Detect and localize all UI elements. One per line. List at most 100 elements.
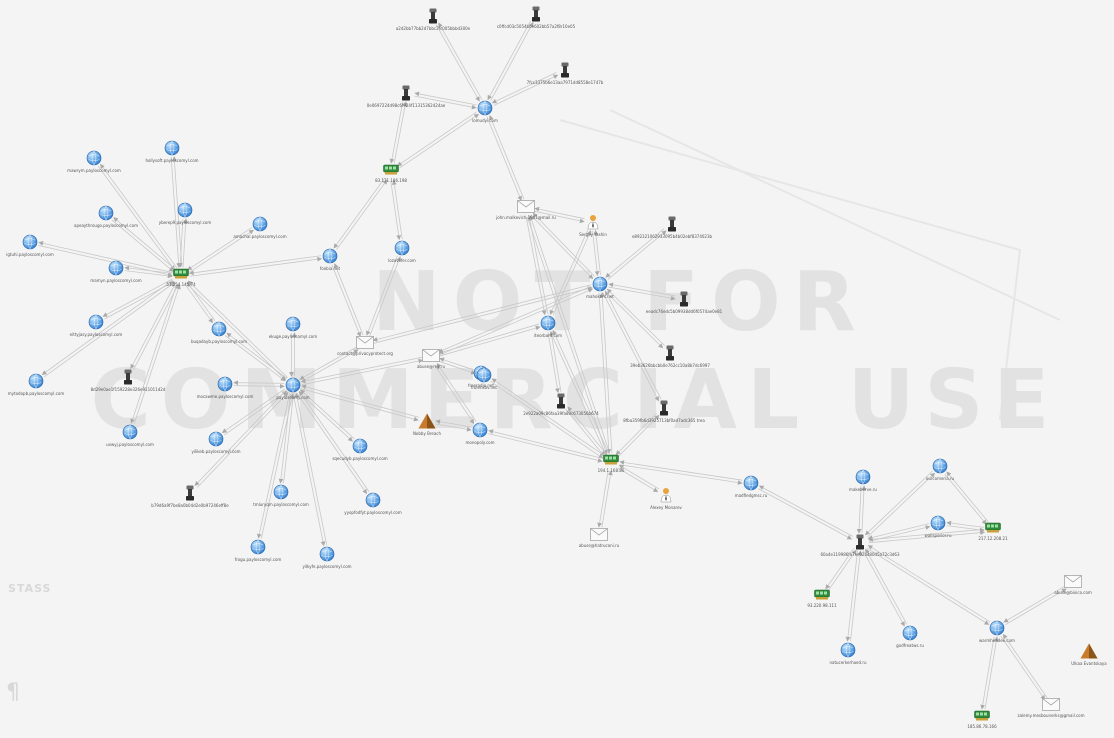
graph-node-domain[interactable]: natucerkerhaed.ru bbox=[788, 642, 908, 665]
graph-edge bbox=[186, 283, 287, 381]
graph-node-hash[interactable]: 2e922a09c86faa39fa89c673056b674 bbox=[501, 393, 621, 416]
graph-node-domain[interactable]: lozovcfer.com bbox=[342, 240, 462, 263]
graph-node-hash[interactable]: eeadc76edc5b09938dd6f0574ae0e81 bbox=[624, 291, 744, 314]
graph-node-domain[interactable]: uxwyj.payloscomyl.com bbox=[70, 424, 190, 447]
graph-node-hash[interactable]: a2d2bb77bb2d7bbc2fc005bbbd300e bbox=[373, 8, 493, 31]
graph-node-domain[interactable]: igtuhi.payloscomyl.com bbox=[0, 234, 90, 257]
graph-edge bbox=[592, 231, 600, 277]
graph-node-pyramid[interactable]: Ulkaa Evantskaya bbox=[1029, 643, 1114, 666]
graph-node-domain[interactable]: yyopfodfyt.payloscomyl.com bbox=[313, 492, 433, 515]
graph-edge bbox=[552, 329, 610, 454]
graph-node-domain[interactable]: ekuge.payloscomyl.com bbox=[233, 316, 353, 339]
graph-node-domain[interactable]: mamyn.payloscomyl.com bbox=[56, 260, 176, 283]
graph-edge bbox=[435, 423, 472, 432]
node-label: igtuhi.payloscomyl.com bbox=[6, 252, 54, 257]
graph-node-hash[interactable]: b79d6a9f7be8a0b04d2e0b97246eff8e bbox=[130, 485, 250, 508]
graph-edge bbox=[170, 157, 181, 268]
graph-node-domain[interactable]: godfreatws.ru bbox=[850, 625, 970, 648]
hash-icon bbox=[68, 369, 188, 385]
graph-node-hash[interactable]: e892321062933095b4b02ebf8374023b bbox=[612, 216, 732, 239]
graph-node-email[interactable]: contact@privacyprotect.org bbox=[305, 336, 425, 356]
graph-node-domain[interactable]: payloscomy.com bbox=[233, 377, 353, 400]
node-label: Ulkaa Evantskaya bbox=[1071, 661, 1107, 666]
graph-node-pyramid[interactable]: Nobby Breach bbox=[367, 413, 487, 436]
graph-node-email[interactable]: zalemy.mesbounerks@gmail.com bbox=[991, 698, 1111, 718]
graph-node-hash[interactable]: c0ffcd03c5054bbe602bb57a2f8r10e05 bbox=[476, 6, 596, 29]
graph-edge bbox=[601, 470, 613, 528]
graph-edge bbox=[606, 288, 665, 346]
graph-node-ip[interactable]: 83.171.186.198 bbox=[331, 164, 451, 183]
graph-edge bbox=[301, 384, 419, 418]
domain-icon bbox=[488, 315, 608, 331]
graph-node-domain[interactable]: mytodopb.payloscomyl.com bbox=[0, 373, 96, 396]
graph-node-email[interactable]: john.malkovich.1961@mail.ru bbox=[466, 200, 586, 220]
graph-edge bbox=[100, 163, 178, 269]
graph-node-domain[interactable]: frolenkov.net bbox=[424, 367, 544, 390]
node-label: amachal.payloscomyl.com bbox=[233, 234, 287, 239]
graph-edge bbox=[296, 393, 368, 495]
graph-node-domain[interactable]: yilkyfe.payloscomyl.com bbox=[267, 546, 387, 569]
graph-edge bbox=[867, 545, 991, 623]
graph-node-hash[interactable]: 8fba359fb6d3925713bf0ad7adc365 trea bbox=[604, 400, 724, 423]
graph-node-domain[interactable]: hollysoft.payloscomyl.com bbox=[112, 140, 232, 163]
graph-edge bbox=[177, 218, 184, 268]
graph-edge bbox=[862, 550, 905, 627]
graph-node-domain[interactable]: amachal.payloscomyl.com bbox=[200, 216, 320, 239]
graph-edge bbox=[825, 548, 854, 590]
graph-node-domain[interactable]: lomudyi.com bbox=[425, 100, 545, 123]
graph-node-domain[interactable]: madfiedgmsc.ru bbox=[691, 475, 811, 498]
graph-node-email[interactable]: abuse@bixico.com bbox=[1013, 575, 1114, 595]
graph-node-domain[interactable]: yilikeb.payloscomyl.com bbox=[156, 431, 276, 454]
graph-edge bbox=[1005, 588, 1067, 626]
node-label: eeadc76edc5b09938dd6f0574ae0e81 bbox=[645, 309, 723, 314]
graph-node-email[interactable]: abuse@hatruconi.ru bbox=[539, 528, 659, 548]
graph-node-hash[interactable]: 7fcc3375b6e13aa7971dd8558e1747b bbox=[505, 62, 625, 85]
graph-node-domain[interactable]: iteorbard.com bbox=[488, 315, 608, 338]
graph-node-domain[interactable]: ourcomeria.ru bbox=[880, 458, 1000, 481]
graph-node-ip[interactable]: 217.12.208.21 bbox=[933, 522, 1053, 541]
graph-node-domain[interactable]: yberep9.payloscomyl.com bbox=[125, 202, 245, 225]
graph-node-domain[interactable]: tmluryqm.payloscomyl.com bbox=[221, 484, 341, 507]
graph-node-domain[interactable]: sqecudyb.payloscomyl.com bbox=[300, 438, 420, 461]
node-label: 2e922a09c86faa39fa89c673056b674 bbox=[523, 411, 599, 416]
graph-edge bbox=[618, 414, 660, 457]
graph-node-domain[interactable]: eittyjasy.payloscomyl.com bbox=[36, 314, 156, 337]
graph-node-domain[interactable]: monopoly.com bbox=[420, 422, 540, 445]
graph-node-email[interactable]: abuse@reg.ru bbox=[371, 349, 491, 369]
graph-node-hash[interactable]: 8d29e0ae1f159228e326e911011d2d bbox=[68, 369, 188, 392]
graph-edge bbox=[946, 525, 985, 533]
graph-node-domain[interactable]: mawrym.payloscomyl.com bbox=[34, 150, 154, 173]
graph-node-domain[interactable]: makeberve.ru bbox=[803, 469, 923, 492]
graph-edge bbox=[189, 229, 254, 273]
graph-node-person[interactable]: Alexey Monarev bbox=[606, 487, 726, 510]
graph-edge bbox=[946, 471, 989, 523]
domain-icon bbox=[56, 260, 176, 276]
graph-node-ip[interactable]: 185.86.78.166 bbox=[922, 710, 1042, 729]
graph-node-domain[interactable]: mocawme.payloscomyl.com bbox=[165, 376, 285, 399]
hash-icon bbox=[612, 216, 732, 232]
graph-node-domain[interactable]: buqadayb.payloscomyl.com bbox=[159, 321, 279, 344]
graph-edge bbox=[124, 265, 173, 274]
graph-node-hash[interactable]: 0e0697224d98c6f924f11315362424ae bbox=[346, 85, 466, 108]
graph-node-domain[interactable]: foobia.net bbox=[270, 248, 390, 271]
graph-node-person[interactable]: Sergey Yashin bbox=[533, 214, 653, 237]
graph-node-domain[interactable]: apeaythrougo.payloscomyl.com bbox=[46, 205, 166, 228]
graph-node-domain[interactable]: wallsperior.ru bbox=[878, 515, 998, 538]
graph-node-ip[interactable]: 194.1.168.86 bbox=[551, 454, 671, 473]
node-label: apeaythrougo.payloscomyl.com bbox=[74, 223, 138, 228]
node-label: sqecudyb.payloscomyl.com bbox=[332, 456, 388, 461]
graph-node-hash[interactable]: 39eb3626bbcbb0e762cc10a8b7dc6997 bbox=[610, 345, 730, 368]
graph-node-domain[interactable]: mahokbrs.net bbox=[540, 276, 660, 299]
graph-node-ip[interactable]: 93.220.98.111 bbox=[762, 589, 882, 608]
graph-edge bbox=[393, 101, 408, 164]
graph-edge bbox=[527, 216, 608, 455]
graph-node-domain[interactable]: warmheadee.com bbox=[937, 620, 1057, 643]
node-label: monopoly.com bbox=[465, 440, 495, 445]
graph-node-ip[interactable]: 51.254.145.74 bbox=[121, 268, 241, 287]
graph-node-domain[interactable]: frogu.payloscomyl.com bbox=[198, 539, 318, 562]
pyramid-icon bbox=[367, 413, 487, 429]
graph-edge bbox=[618, 464, 660, 490]
graph-node-hash[interactable]: 60a4e119986fa7ec02a480d5a72c3d63 bbox=[800, 534, 920, 557]
graph-edge bbox=[608, 286, 676, 301]
